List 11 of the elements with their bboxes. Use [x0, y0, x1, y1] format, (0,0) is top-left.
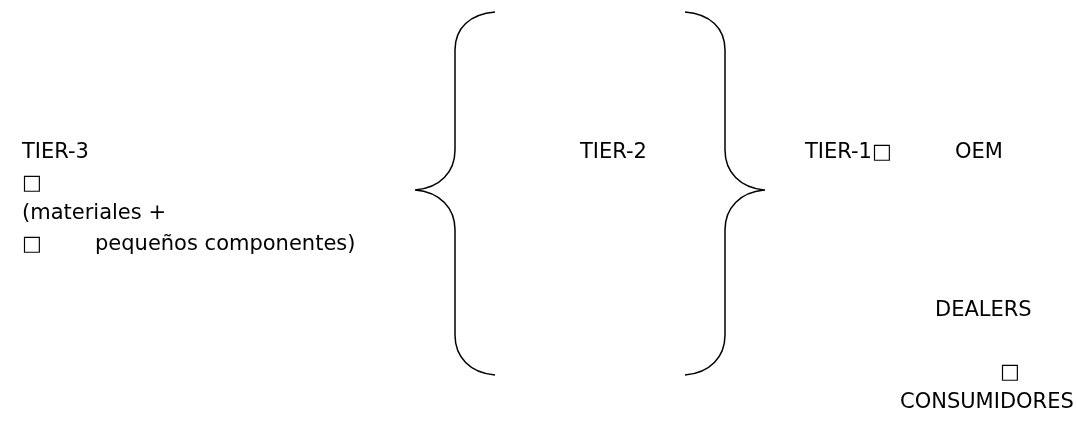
text-label: □: [1000, 358, 1020, 385]
text-label: OEM: [955, 138, 1003, 165]
text-label: (materiales +: [22, 199, 166, 226]
text-label: □: [22, 169, 42, 196]
text-label: CONSUMIDORES: [900, 388, 1074, 415]
text-label: pequeños componentes): [95, 230, 356, 257]
text-label: TIER-1□: [805, 138, 892, 165]
text-label: TIER-2: [580, 138, 647, 165]
text-label: TIER-3: [22, 138, 89, 165]
text-label: DEALERS: [935, 296, 1032, 323]
text-label: □: [22, 230, 42, 257]
